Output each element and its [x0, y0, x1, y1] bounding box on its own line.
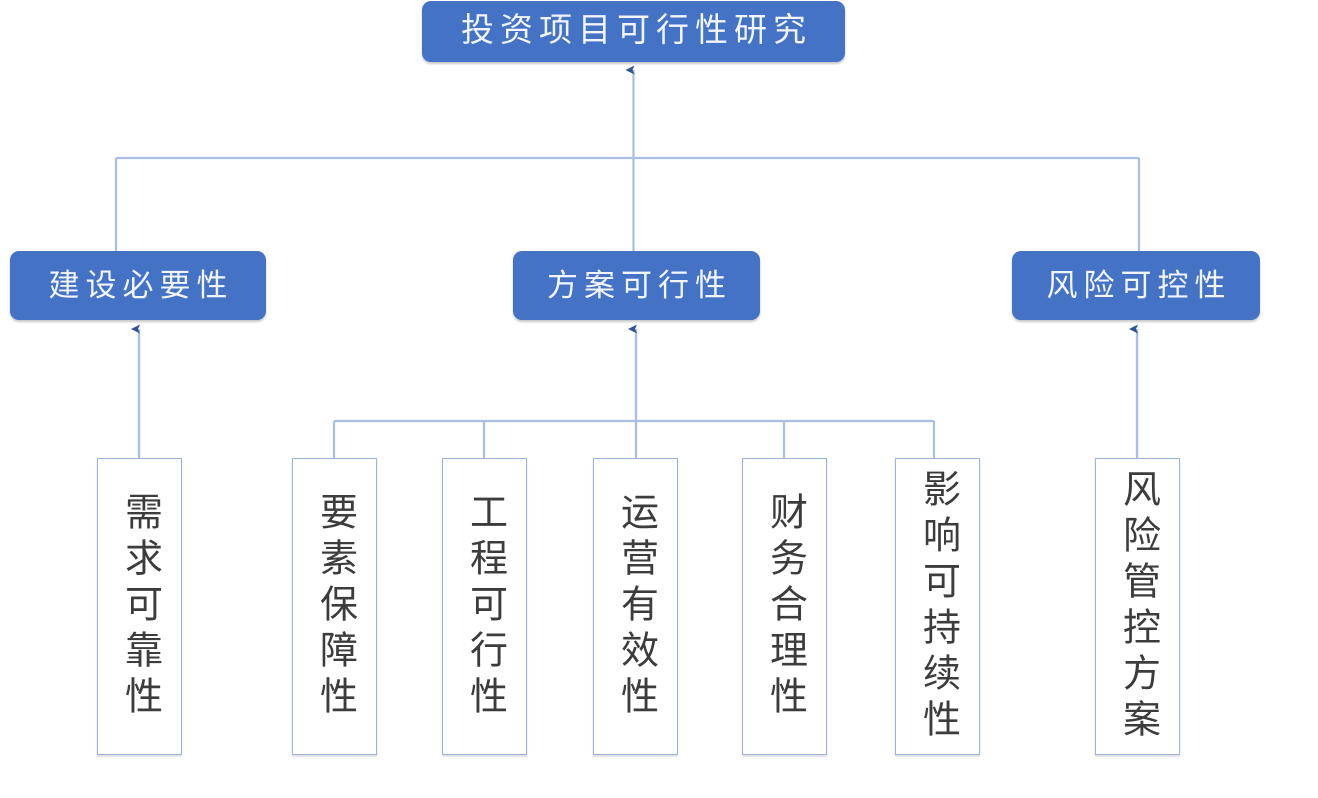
node-factor-guarantee-label: 要素保障性	[313, 491, 356, 722]
node-risk-label: 风险可控性	[1046, 268, 1232, 303]
node-feasibility-label: 方案可行性	[547, 268, 732, 303]
node-risk[interactable]: 风险可控性	[1012, 251, 1260, 320]
node-financial-rationality[interactable]: 财务合理性	[742, 458, 827, 755]
node-feasibility[interactable]: 方案可行性	[513, 251, 760, 320]
node-factor-guarantee[interactable]: 要素保障性	[292, 458, 377, 755]
node-engineering-feasibility-label: 工程可行性	[463, 491, 506, 722]
node-operation-effectiveness[interactable]: 运营有效性	[593, 458, 678, 755]
node-demand-reliability-label: 需求可靠性	[118, 491, 161, 722]
node-impact-sustainability[interactable]: 影响可持续性	[895, 458, 980, 755]
node-risk-control-plan-label: 风险管控方案	[1116, 468, 1159, 745]
node-root[interactable]: 投资项目可行性研究	[422, 1, 845, 62]
node-root-label: 投资项目可行性研究	[461, 13, 812, 49]
edge-root-bus	[114, 65, 1141, 251]
node-impact-sustainability-label: 影响可持续性	[916, 468, 959, 745]
node-demand-reliability[interactable]: 需求可靠性	[97, 458, 182, 755]
node-risk-control-plan[interactable]: 风险管控方案	[1095, 458, 1180, 755]
node-necessity[interactable]: 建设必要性	[10, 251, 266, 320]
node-necessity-label: 建设必要性	[48, 268, 234, 303]
node-operation-effectiveness-label: 运营有效性	[614, 491, 657, 722]
node-engineering-feasibility[interactable]: 工程可行性	[442, 458, 527, 755]
node-financial-rationality-label: 财务合理性	[763, 491, 806, 722]
edge-feasibility-bus	[332, 324, 936, 458]
